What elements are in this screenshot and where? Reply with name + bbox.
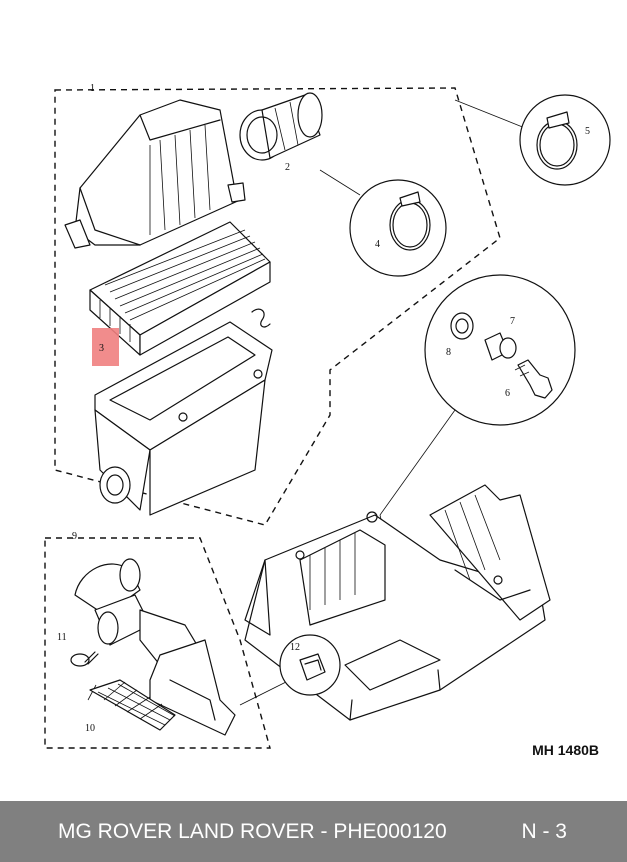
- intake-hose: [239, 92, 323, 161]
- callout-9: 9: [72, 531, 77, 542]
- callout-8: 8: [446, 347, 451, 358]
- filter-element: [89, 221, 271, 356]
- part-3-highlight: [92, 328, 119, 366]
- callout-1: 1: [90, 83, 95, 94]
- callout-10: 10: [85, 723, 95, 734]
- callout-7: 7: [510, 316, 515, 327]
- callout-12: 12: [290, 642, 300, 653]
- detail-circle-fasteners: [424, 274, 576, 426]
- callout-5: 5: [585, 126, 590, 137]
- callout-11: 11: [57, 632, 67, 643]
- group-9-boundary: [44, 537, 271, 749]
- detail-circle-4: [349, 179, 447, 277]
- callout-3: 3: [99, 343, 104, 354]
- diagram-code: MH 1480B: [532, 742, 599, 758]
- intake-duct: [74, 558, 236, 736]
- footer-bar: MG ROVER LAND ROVER - PHE000120 N - 3: [0, 801, 627, 862]
- air-box-cover: [64, 99, 246, 249]
- callout-4: 4: [375, 239, 380, 250]
- callout-2: 2: [285, 162, 290, 173]
- footer-page: N - 3: [521, 819, 567, 843]
- detail-circle-5: [519, 94, 611, 186]
- footer-title: MG ROVER LAND ROVER - PHE000120: [58, 819, 447, 843]
- detail-circle-12: [279, 634, 341, 696]
- callout-6: 6: [505, 388, 510, 399]
- clip: [251, 308, 271, 328]
- parts-diagram: 1 2 3 4 5 6 7 8 9 10 11 12: [44, 83, 611, 749]
- mesh-screen: [89, 679, 176, 731]
- screw: [70, 651, 99, 667]
- callout-labels: 1 2 3 4 5 6 7 8 9 10 11 12: [57, 83, 590, 734]
- group-1-boundary: [54, 87, 501, 526]
- air-box-lower: [94, 321, 273, 516]
